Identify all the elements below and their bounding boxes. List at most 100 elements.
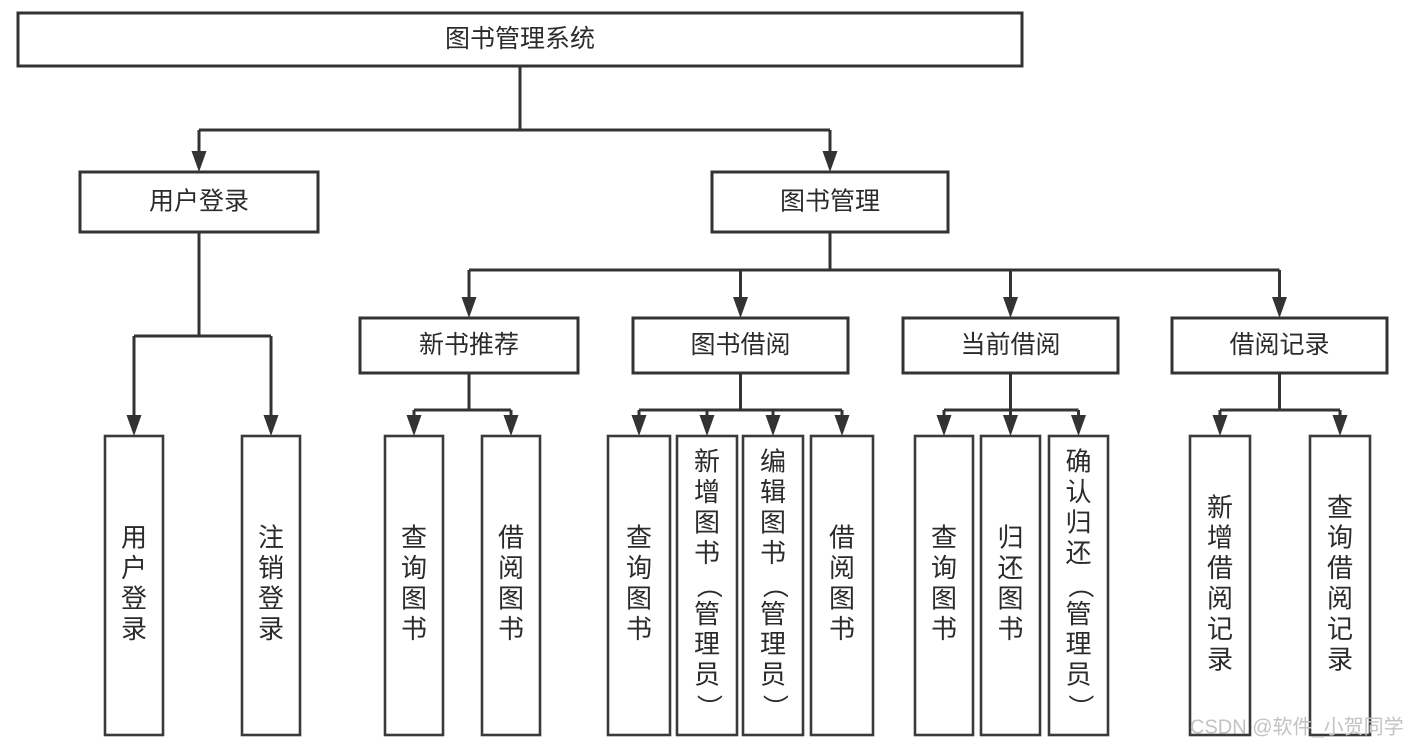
glyph: 还: [997, 553, 1023, 583]
glyph: 询: [626, 553, 652, 583]
glyph: 图: [498, 584, 524, 614]
glyph: 理: [760, 629, 786, 659]
node-leaf-confirm-return[interactable]: [1047, 434, 1110, 737]
glyph: 录: [258, 614, 284, 644]
glyph: （: [1066, 572, 1096, 598]
node-root-system[interactable]: [16, 11, 1024, 68]
current-borrow-leaves-arrow-2: [1071, 415, 1086, 436]
glyph: 借: [829, 523, 855, 553]
glyph: 图: [997, 584, 1023, 614]
node-borrow-record-label: 借阅记录: [1229, 331, 1329, 359]
glyph: 书: [997, 614, 1023, 644]
glyph: 图: [931, 584, 957, 614]
glyph: 询: [1327, 523, 1353, 553]
glyph: 阅: [498, 553, 524, 583]
node-leaf-query-book-current[interactable]: [913, 434, 975, 737]
glyph: 归: [1065, 508, 1091, 538]
glyph: ）: [694, 694, 724, 720]
glyph: 查: [626, 523, 652, 553]
csdn-watermark: CSDN @软件_小贺同学: [1190, 715, 1404, 738]
node-leaf-logout-login[interactable]: [240, 434, 302, 737]
book-manage-arrow-3: [1272, 297, 1287, 318]
book-borrow-leaves-arrow-3: [834, 415, 850, 436]
node-leaf-add-borrow-record[interactable]: [1188, 434, 1252, 737]
glyph: 新: [1207, 492, 1233, 522]
glyph: 录: [121, 614, 147, 644]
glyph: 查: [931, 523, 957, 553]
glyph: 阅: [1207, 584, 1233, 614]
glyph: （: [760, 572, 790, 598]
root-arrow-1: [822, 151, 838, 172]
node-leaf-add-book[interactable]: [675, 434, 739, 737]
glyph: 归: [997, 523, 1023, 553]
node-user-login-label: 用户登录: [149, 188, 249, 216]
book-manage-arrow-0: [461, 297, 477, 318]
glyph: 录: [1207, 644, 1233, 674]
node-user-login[interactable]: [78, 170, 320, 234]
new-book-recommend-leaves-arrow-0: [406, 415, 422, 436]
node-book-manage-label: 图书管理: [780, 188, 880, 216]
node-leaf-user-login-label: 用户登录: [121, 523, 147, 644]
connectors-layer: [126, 66, 1348, 436]
node-book-borrow[interactable]: [631, 316, 850, 375]
node-current-borrow[interactable]: [901, 316, 1120, 375]
glyph: 管: [1065, 599, 1091, 629]
node-leaf-borrow-book[interactable]: [809, 434, 875, 737]
glyph: 记: [1327, 614, 1353, 644]
node-borrow-record[interactable]: [1170, 316, 1389, 375]
glyph: 借: [498, 523, 524, 553]
glyph: 管: [694, 599, 720, 629]
book-borrow-leaves-arrow-0: [631, 415, 647, 436]
glyph: 询: [401, 553, 427, 583]
node-leaf-query-book-recommend[interactable]: [383, 434, 445, 737]
glyph: 还: [1065, 538, 1091, 568]
glyph: 查: [1327, 492, 1353, 522]
node-book-manage[interactable]: [710, 170, 950, 234]
user-login-leaves-arrow-0: [126, 415, 142, 436]
root-arrow-0: [191, 151, 207, 172]
node-leaf-user-login[interactable]: [103, 434, 165, 737]
glyph: 图: [760, 508, 786, 538]
node-new-book-recommend[interactable]: [358, 316, 580, 375]
borrow-record-leaves-arrow-1: [1332, 415, 1348, 436]
node-leaf-query-borrow-record[interactable]: [1308, 434, 1372, 737]
node-leaf-query-book-borrow[interactable]: [606, 434, 672, 737]
current-borrow-leaves-arrow-1: [1003, 415, 1018, 436]
glyph: 录: [1327, 644, 1353, 674]
glyph: 图: [829, 584, 855, 614]
node-current-borrow-label: 当前借阅: [960, 331, 1060, 359]
borrow-record-leaves-arrow-0: [1212, 415, 1228, 436]
glyph: 书: [626, 614, 652, 644]
book-borrow-leaves-arrow-2: [765, 415, 781, 436]
book-manage-arrow-2: [1003, 297, 1018, 318]
glyph: 认: [1065, 477, 1091, 507]
glyph: 确: [1065, 447, 1091, 477]
glyph: 记: [1207, 614, 1233, 644]
glyph: 借: [1207, 553, 1233, 583]
node-leaf-borrow-book-recommend[interactable]: [480, 434, 542, 737]
node-leaf-edit-book[interactable]: [741, 434, 805, 737]
glyph: 员: [1065, 660, 1091, 690]
node-leaf-return-book[interactable]: [979, 434, 1042, 737]
glyph: 增: [1207, 523, 1233, 553]
glyph: ）: [1066, 694, 1096, 720]
glyph: 书: [401, 614, 427, 644]
glyph: 销: [258, 553, 284, 583]
glyph: 增: [694, 477, 720, 507]
glyph: 书: [829, 614, 855, 644]
glyph: 书: [760, 538, 786, 568]
glyph: 登: [258, 584, 284, 614]
